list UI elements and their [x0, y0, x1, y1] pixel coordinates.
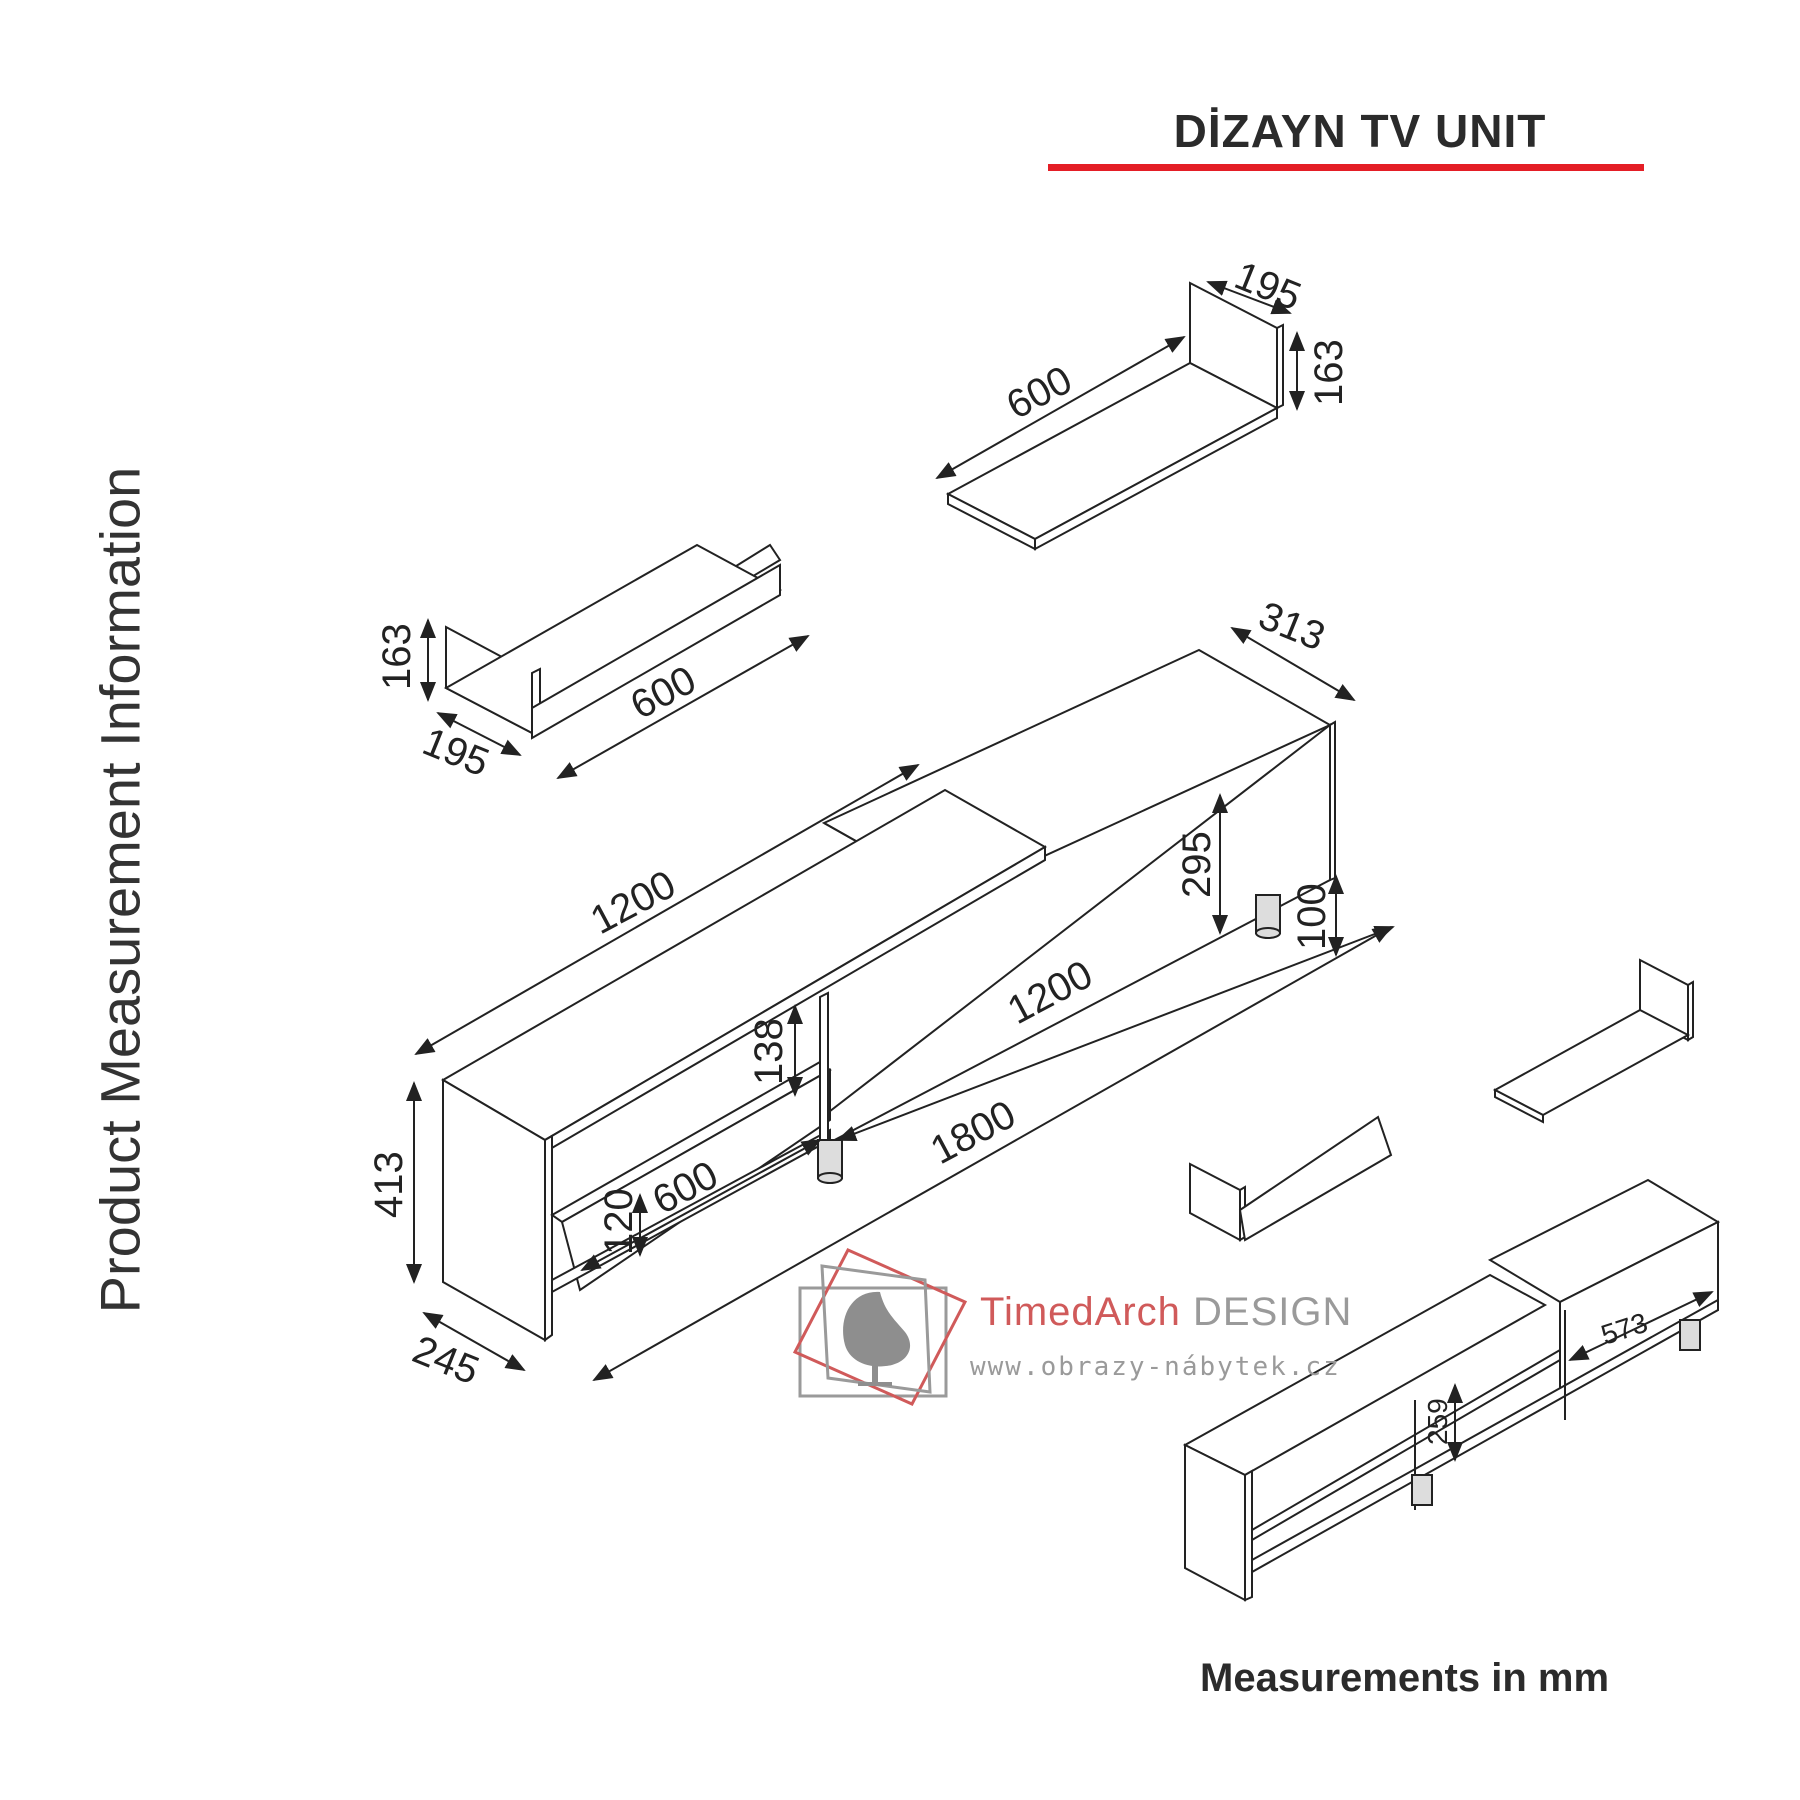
tv-unit-dimensions [406, 626, 1395, 1381]
preview-dimensions [1447, 1291, 1714, 1462]
watermark-logo [792, 1248, 968, 1406]
shelf-left-drawing [443, 543, 783, 740]
dim-preview-compartment-height: 259 [1422, 1398, 1453, 1445]
watermark-url: www.obrazy-nábytek.cz [970, 1352, 1341, 1382]
watermark-brand-main: TimedArch [980, 1290, 1194, 1334]
preview-tv-unit [1182, 1178, 1721, 1602]
dim-unit-shelf-height: 120 [597, 1188, 641, 1255]
shelf-right-drawing [945, 281, 1284, 551]
dim-unit-total-length: 1800 [924, 1092, 1023, 1173]
units-note: Measurements in mm [1200, 1656, 1610, 1700]
dim-shelf-left-height: 163 [375, 623, 419, 690]
dim-shelf-right-height: 163 [1307, 339, 1351, 406]
egg-chair-icon [843, 1291, 911, 1386]
preview-shelf-top [1492, 958, 1694, 1124]
watermark-brand-design: DESIGN [1193, 1290, 1353, 1334]
dim-unit-leg-height: 100 [1290, 883, 1334, 950]
dim-unit-compartment-height: 138 [747, 1018, 791, 1085]
side-label: Product Measurement Information [88, 466, 152, 1314]
dim-shelf-right-length: 600 [1000, 358, 1080, 428]
shelf-right-dimensions [935, 280, 1305, 479]
title-underline [1048, 164, 1644, 171]
preview-shelf-bottom [1189, 1115, 1393, 1242]
dim-unit-depth: 245 [407, 1328, 485, 1394]
dim-unit-top-length: 1200 [584, 862, 683, 943]
page-title: DİZAYN TV UNIT [1173, 105, 1547, 157]
dim-unit-upper-height: 295 [1175, 831, 1219, 898]
dim-unit-total-height: 413 [367, 1151, 411, 1218]
tv-unit-drawing [441, 648, 1336, 1342]
watermark-brand: TimedArch DESIGN [980, 1290, 1352, 1335]
dim-unit-upper-depth: 313 [1253, 594, 1331, 660]
dim-shelf-left-depth: 195 [417, 720, 495, 786]
shelf-left-dimensions [420, 618, 810, 779]
